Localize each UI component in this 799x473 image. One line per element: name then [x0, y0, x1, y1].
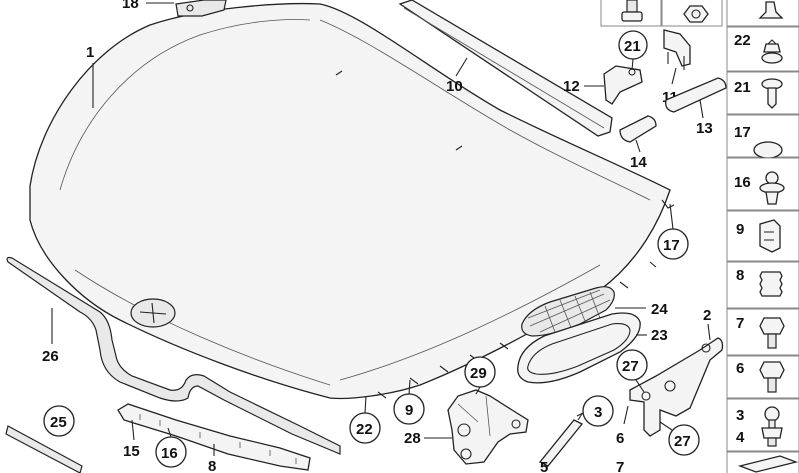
label-1: 1 [86, 44, 94, 61]
sidebar-label-17: 17 [734, 124, 751, 141]
part-25-trim [5, 425, 83, 473]
label-23: 23 [651, 327, 668, 344]
part-18 [175, 0, 227, 17]
label-29: 29 [470, 365, 487, 382]
sidebar-label-21: 21 [734, 79, 751, 96]
wedge-icon [737, 455, 799, 473]
label-18: 18 [122, 0, 139, 12]
spring-clip-icon [759, 219, 781, 253]
part-23-frame [517, 312, 641, 384]
label-22: 22 [356, 421, 373, 438]
label-2: 2 [703, 307, 711, 324]
label-28: 28 [404, 430, 421, 447]
sidebar-label-3: 3 [736, 407, 744, 424]
label-7: 7 [616, 459, 624, 473]
bumper-icon [759, 271, 783, 297]
part-14-strip [619, 115, 657, 143]
label-21: 21 [624, 38, 641, 55]
grommet-icon [761, 39, 783, 64]
part-26-front-seal [6, 256, 341, 455]
sidebar-label-8: 8 [736, 267, 744, 284]
nut-icon [683, 5, 709, 23]
label-27a: 27 [622, 358, 639, 375]
callout-27b [668, 424, 700, 456]
sidebar-label-22: 22 [734, 32, 751, 49]
hex-bolt-icon [759, 361, 785, 393]
part-11-clip [663, 29, 691, 70]
part-12-bracket [603, 65, 643, 105]
part-8-bracket [117, 403, 311, 471]
part-2-hinge [629, 337, 724, 437]
label-3: 3 [594, 404, 602, 421]
label-12: 12 [563, 78, 580, 95]
label-9: 9 [405, 402, 413, 419]
part-24-grille [521, 286, 615, 337]
label-25: 25 [50, 414, 67, 431]
label-13: 13 [696, 120, 713, 137]
push-rivet-icon [761, 78, 783, 109]
sidebar-label-9: 9 [736, 221, 744, 238]
label-26: 26 [42, 348, 59, 365]
label-10: 10 [446, 78, 463, 95]
label-15: 15 [123, 443, 140, 460]
label-24: 24 [651, 301, 668, 318]
cap-icon [753, 141, 783, 159]
part-10-seal [398, 0, 613, 137]
label-6: 6 [616, 430, 624, 447]
label-5: 5 [540, 459, 548, 473]
label-16: 16 [161, 445, 178, 462]
label-27b: 27 [674, 433, 691, 450]
parts-sidebar: 22 21 17 16 9 8 [600, 0, 799, 473]
label-14: 14 [630, 154, 647, 171]
label-8: 8 [208, 458, 216, 473]
part-13-strip [665, 77, 727, 113]
ball-stud-icon [761, 406, 783, 447]
sidebar-label-16: 16 [734, 174, 751, 191]
expansion-rivet-icon [759, 171, 785, 205]
sidebar-label-4: 4 [736, 429, 745, 446]
clip-icon [758, 1, 784, 19]
callout-25 [43, 405, 75, 437]
bolt-icon [621, 0, 643, 22]
callout-27a [616, 349, 648, 381]
sidebar-label-6: 6 [736, 360, 744, 377]
part-5-strut [538, 413, 584, 467]
flange-bolt-icon [759, 317, 785, 349]
part-28-lock [447, 389, 529, 465]
sidebar-label-7: 7 [736, 315, 744, 332]
label-17: 17 [663, 237, 680, 254]
leader-10 [455, 57, 468, 77]
callout-3 [582, 395, 614, 427]
hood-panel [29, 2, 675, 400]
